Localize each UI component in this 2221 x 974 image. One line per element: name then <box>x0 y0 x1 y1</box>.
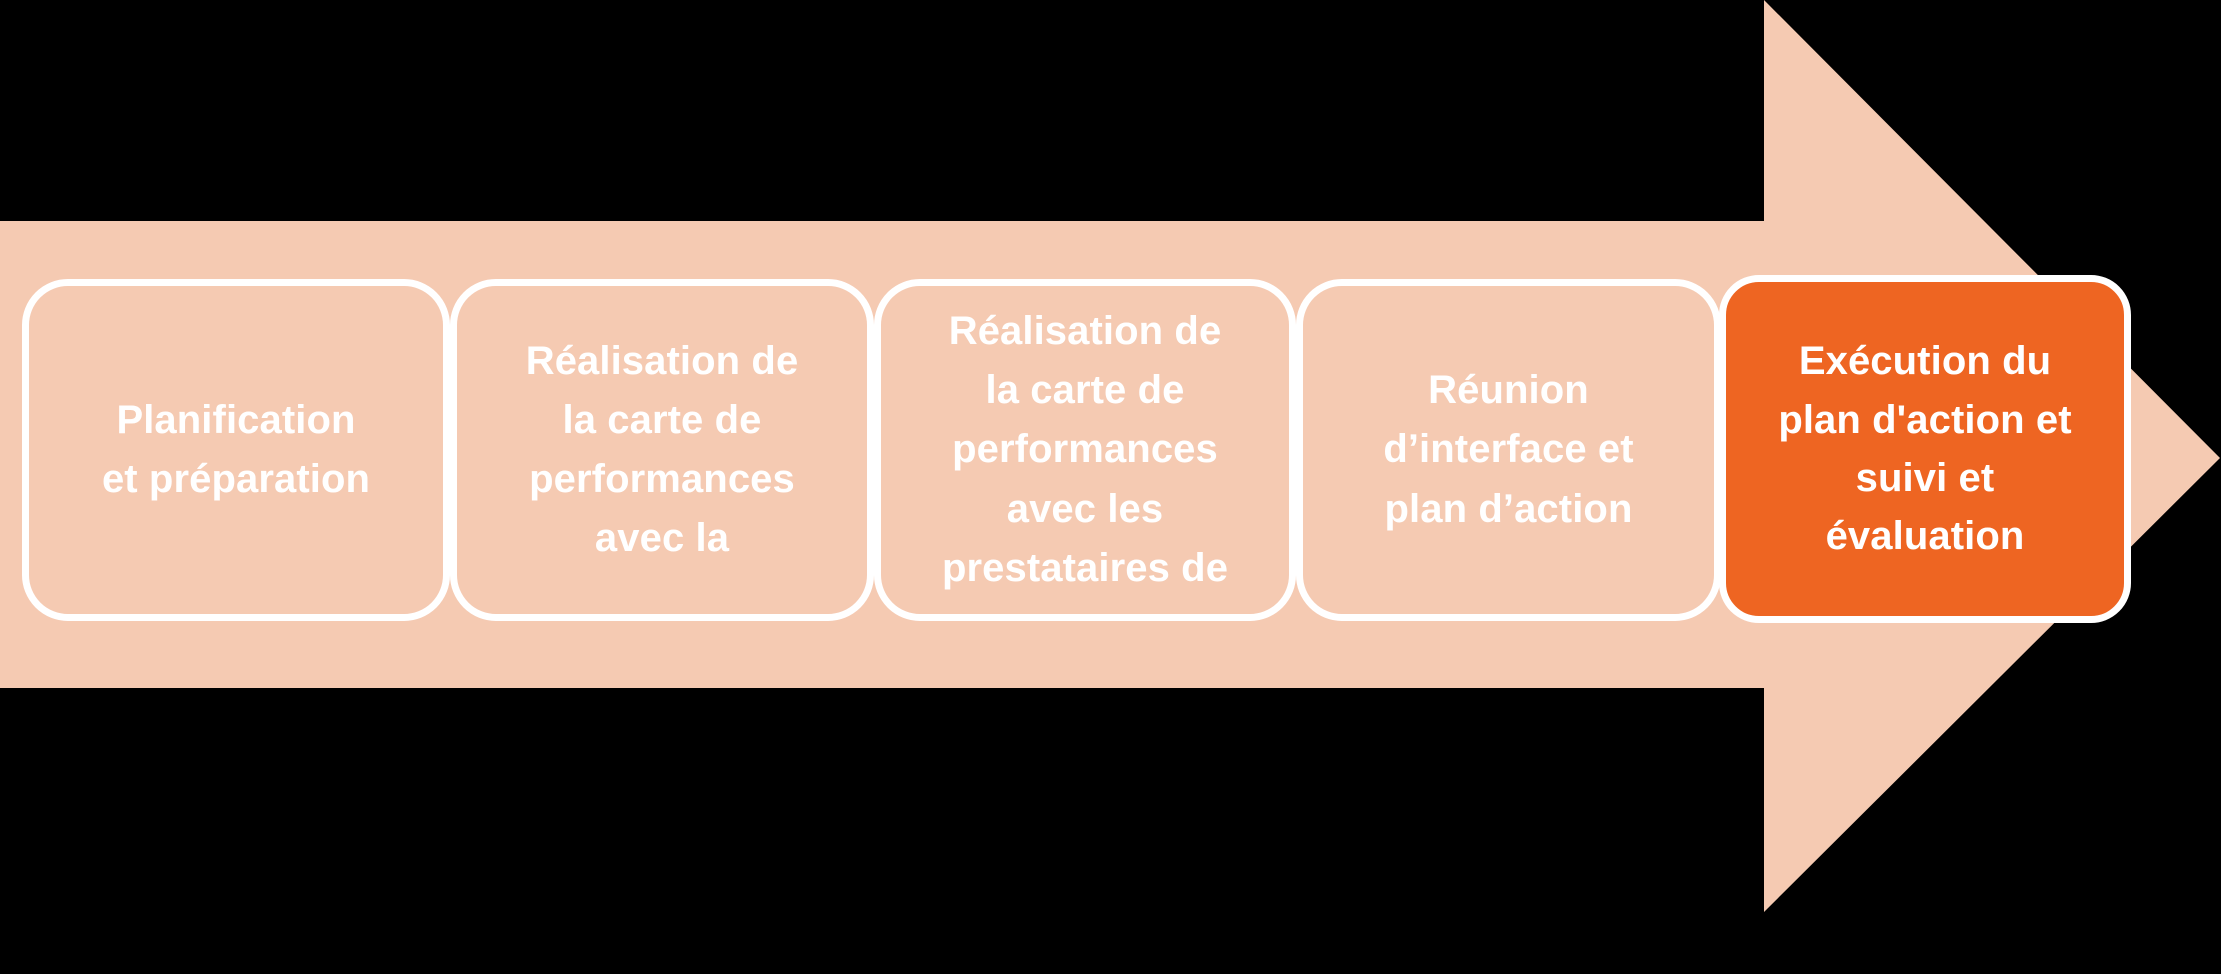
process-step-2-label: Réalisation de la carte de performances … <box>525 338 799 561</box>
process-step-list: Planification et préparation Réalisation… <box>22 275 2172 624</box>
process-step-1-label: Planification et préparation <box>101 397 371 501</box>
process-step-5-label: Exécution du plan d'action et suivi et é… <box>1778 339 2072 559</box>
process-step-3[interactable]: Réalisation de la carte de performances … <box>874 279 1296 621</box>
process-step-5-highlighted[interactable]: Exécution du plan d'action et suivi et é… <box>1719 275 2131 623</box>
process-step-1[interactable]: Planification et préparation <box>22 279 450 621</box>
process-step-4-label: Réunion d’interface et plan d’action <box>1383 368 1634 531</box>
process-step-4[interactable]: Réunion d’interface et plan d’action <box>1296 279 1721 621</box>
arrow-body <box>0 0 2220 912</box>
process-step-3-label: Réalisation de la carte de performances … <box>941 309 1229 590</box>
process-step-2[interactable]: Réalisation de la carte de performances … <box>450 279 874 621</box>
